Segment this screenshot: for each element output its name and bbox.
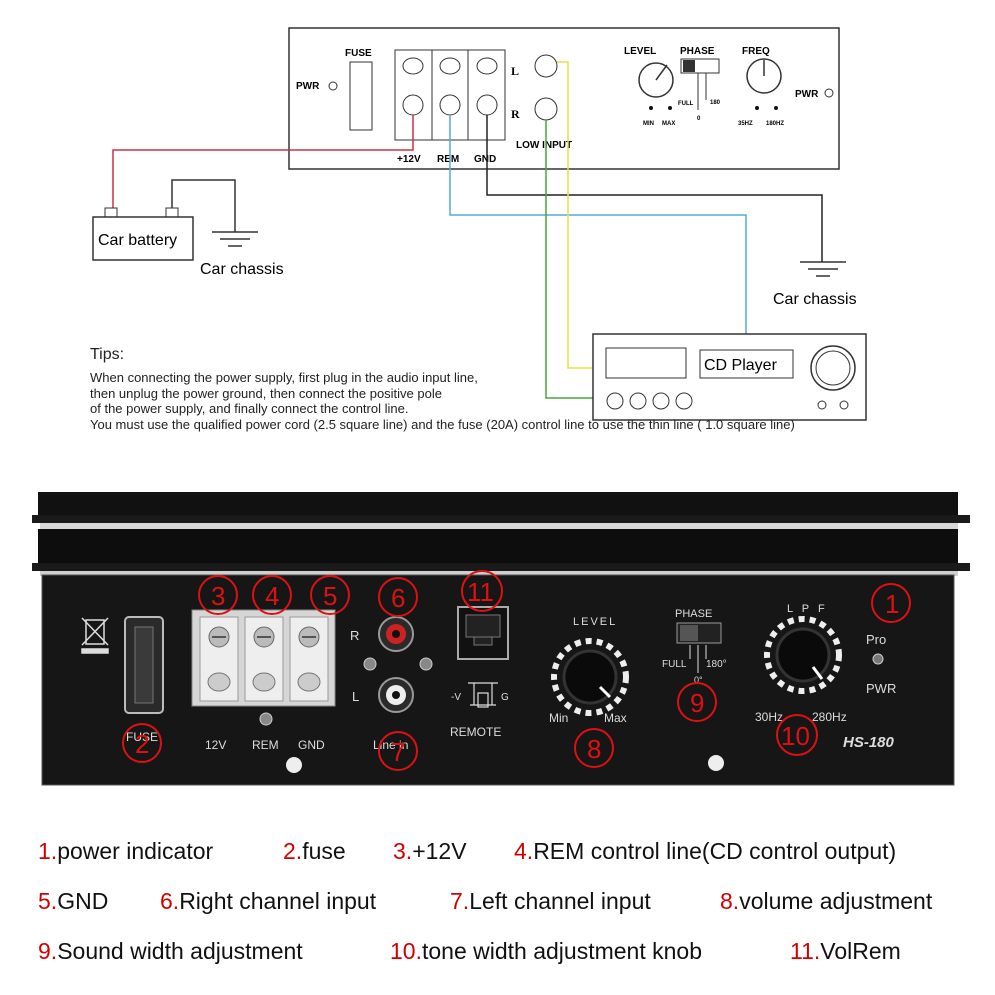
callout-8: 8: [587, 734, 601, 764]
fuse-label: FUSE: [126, 730, 158, 744]
tips-line: then unplug the power ground, then conne…: [90, 385, 442, 401]
wire-power: [112, 115, 414, 210]
phase-180-label: 180°: [706, 659, 727, 670]
callout-2: 2: [135, 729, 149, 759]
recycle-bin-icon: [81, 617, 109, 654]
freq-min-label: 30Hz: [755, 710, 783, 724]
remote-port[interactable]: [457, 606, 509, 660]
rca-right-jack[interactable]: [378, 616, 414, 652]
terminal-label-12v: +12V: [397, 154, 421, 165]
pro-label: Pro: [866, 632, 886, 647]
fuse-label: FUSE: [345, 48, 372, 59]
fuse: [124, 616, 164, 714]
tips-line: You must use the qualified power cord (2…: [90, 416, 795, 432]
chassis-label-left: Car chassis: [200, 261, 284, 278]
channel-l-label: L: [511, 64, 519, 78]
callout-7: 7: [391, 737, 405, 767]
callout-6: 6: [391, 583, 405, 613]
phase-label: PHASE: [675, 608, 712, 620]
svg-text:0: 0: [697, 116, 701, 122]
terminal-label-gnd: GND: [298, 738, 325, 752]
power-terminal-block: [191, 609, 336, 726]
terminal-label-12v: 12V: [205, 738, 226, 752]
cd-player-label: CD Player: [704, 357, 778, 374]
level-knob-label: LEVEL: [573, 616, 617, 628]
pwr-led-left: [328, 81, 338, 91]
model-label: HS-180: [843, 734, 895, 751]
channel-r-label: R: [511, 107, 520, 121]
pwr-label: PWR: [866, 681, 896, 696]
phase-full-label: FULL: [662, 659, 687, 670]
callout-9: 9: [690, 688, 704, 718]
terminal-label-rem: REM: [437, 154, 459, 165]
callout-10: 10: [781, 721, 810, 751]
legend-item-1: 1.power indicator: [38, 838, 214, 864]
freq-max-label: 280Hz: [812, 710, 847, 724]
svg-text:180HZ: 180HZ: [766, 121, 784, 127]
svg-text:MIN: MIN: [643, 121, 654, 127]
phase-switch[interactable]: [676, 622, 722, 673]
wire-left: [557, 61, 600, 369]
callout-1: 1: [885, 589, 899, 619]
legend-item-2: 2.fuse: [283, 838, 346, 864]
legend-item-11: 11.VolRem: [790, 938, 901, 964]
legend-item-5: 5.GND: [38, 888, 109, 914]
tips-title: Tips:: [90, 346, 125, 363]
wiring-diagram: PWR FUSE +12V REM GND L R LOW INPUT LEVE…: [92, 27, 867, 421]
remote-label: REMOTE: [450, 725, 501, 739]
pwr-label-right: PWR: [795, 89, 819, 100]
svg-text:-V: -V: [451, 692, 461, 703]
lpf-knob[interactable]: [764, 616, 842, 694]
level-min-label: Min: [549, 711, 568, 725]
legend-item-10: 10.tone width adjustment knob: [390, 938, 702, 964]
svg-text:MAX: MAX: [662, 121, 675, 127]
level-knob[interactable]: [551, 638, 629, 716]
cd-player: CD Player: [592, 333, 867, 421]
legend-item-6: 6.Right channel input: [160, 888, 377, 914]
level-label: LEVEL: [624, 46, 656, 57]
legend-item-8: 8.volume adjustment: [720, 888, 933, 914]
pwr-label-left: PWR: [296, 81, 320, 92]
svg-text:35HZ: 35HZ: [738, 121, 753, 127]
terminal-label-gnd: GND: [474, 154, 496, 165]
wire-right: [545, 120, 600, 399]
phase-label: PHASE: [680, 46, 715, 57]
legend-item-7: 7.Left channel input: [450, 888, 651, 914]
battery-label: Car battery: [98, 232, 177, 249]
svg-text:FULL: FULL: [678, 101, 694, 107]
remote-pinout-icon: [468, 682, 498, 708]
tips-line: of the power supply, and finally connect…: [90, 401, 409, 416]
chassis-label-right: Car chassis: [773, 291, 857, 308]
lpf-label: L P F: [787, 603, 828, 615]
amp-box: PWR FUSE +12V REM GND L R LOW INPUT LEVE…: [288, 27, 840, 170]
legend-item-3: 3.+12V: [393, 838, 467, 864]
level-max-label: Max: [604, 711, 627, 725]
power-led: [872, 653, 884, 665]
legend-item-9: 9.Sound width adjustment: [38, 938, 303, 964]
wire-gnd: [486, 115, 823, 262]
pwr-led-right: [824, 88, 834, 98]
low-input-label: LOW INPUT: [516, 140, 572, 151]
freq-label: FREQ: [742, 46, 770, 57]
rca-r-label: R: [350, 628, 359, 643]
callout-11: 11: [467, 577, 494, 607]
wire-rem: [449, 115, 747, 335]
rca-left-jack[interactable]: [378, 677, 414, 713]
svg-text:180: 180: [710, 100, 721, 106]
tips-line: When connecting the power supply, first …: [90, 370, 478, 385]
terminal-label-rem: REM: [252, 738, 279, 752]
rca-l-label: L: [352, 689, 359, 704]
tips-block: Tips: When connecting the power supply, …: [90, 346, 795, 432]
phase-0-label: 0°: [694, 675, 703, 685]
chassis-ground-right: Car chassis: [773, 261, 857, 308]
callout-5: 5: [323, 581, 337, 611]
fuse-slot: [349, 61, 373, 131]
legend-item-4: 4.REM control line(CD control output): [514, 838, 897, 864]
callout-markers: 1 2 3 4 5 6 7 8 9 10 11: [122, 570, 911, 771]
amplifier-panel: FUSE 12V REM GND R L Line in: [32, 492, 970, 786]
callout-3: 3: [211, 581, 225, 611]
svg-text:G: G: [501, 692, 509, 703]
callout-4: 4: [265, 581, 279, 611]
car-battery: Car battery Car chassis: [92, 179, 284, 278]
